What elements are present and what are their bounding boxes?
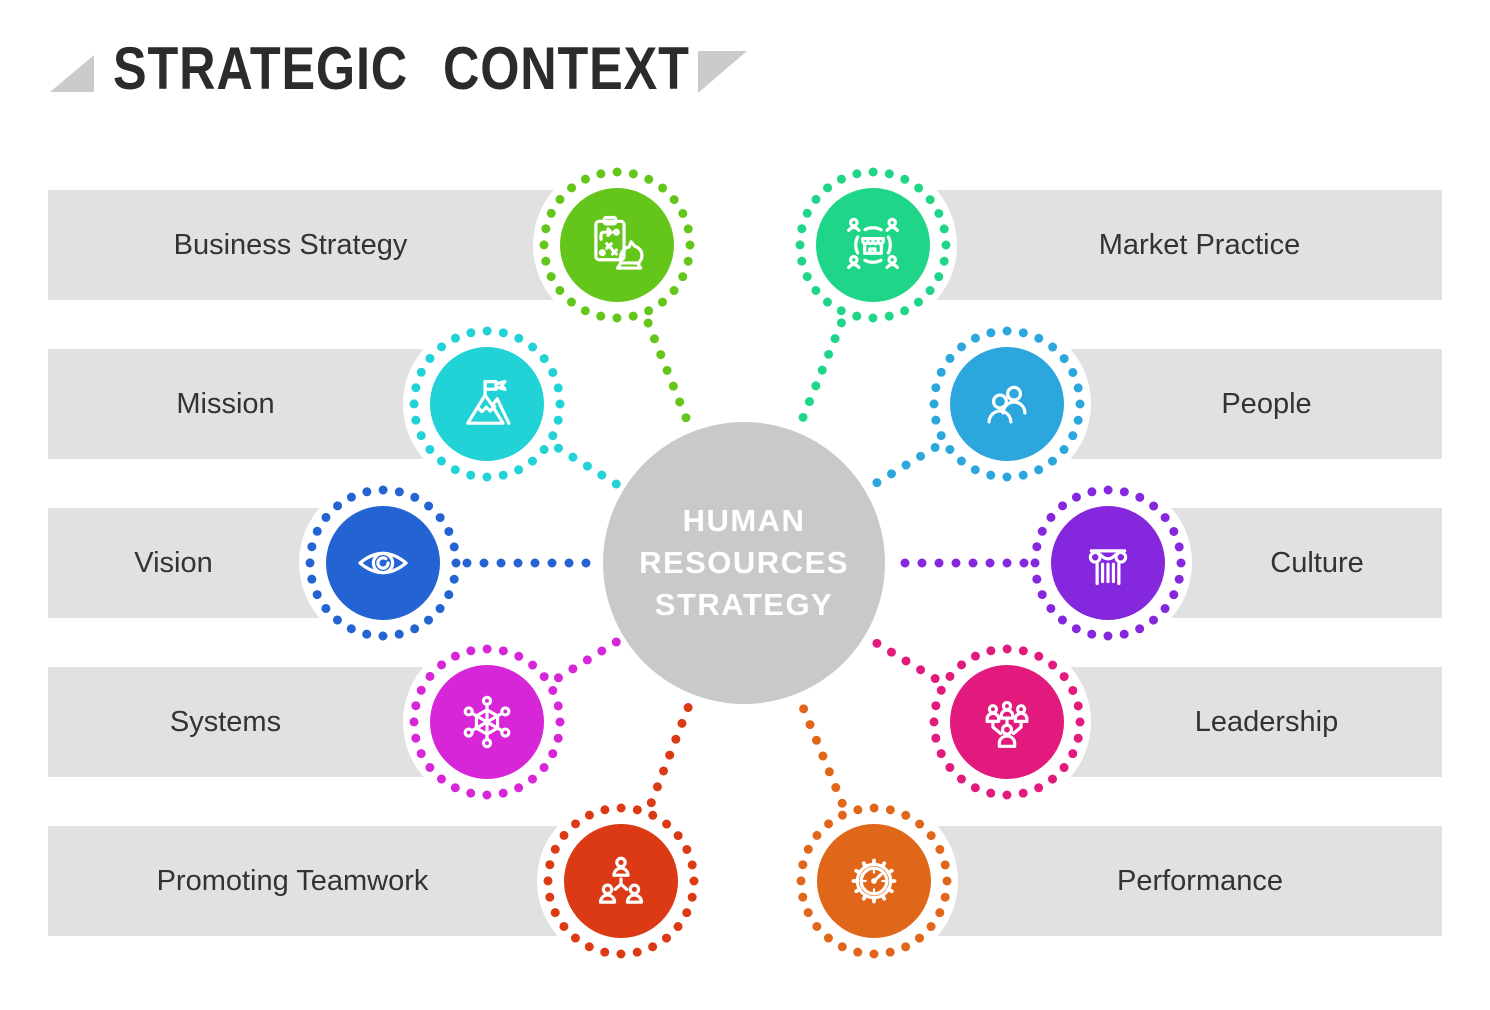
label-mission: Mission: [176, 387, 275, 420]
people-connector: [866, 442, 940, 491]
label-vision: Vision: [134, 546, 213, 579]
page-title: STRATEGIC CONTEXT: [113, 35, 690, 102]
label-bar-market-practice: Market Practice: [873, 190, 1442, 300]
systems-connector: [553, 636, 623, 683]
hub-circle: HUMAN RESOURCES STRATEGY: [603, 422, 885, 704]
label-bar-culture: Culture: [1108, 508, 1442, 618]
label-systems: Systems: [169, 705, 282, 738]
label-bar-systems: Systems: [48, 667, 487, 777]
hub-line-1: HUMAN: [682, 503, 806, 538]
hub-line-2: RESOURCES: [639, 545, 849, 580]
title-triangle-left-icon: [50, 55, 94, 92]
label-bar-mission: Mission: [48, 349, 487, 459]
label-market-practice: Market Practice: [1098, 228, 1301, 261]
label-performance: Performance: [1116, 864, 1283, 897]
label-bar-performance: Performance: [874, 826, 1442, 936]
label-bar-people: People: [1007, 349, 1442, 459]
header: STRATEGIC CONTEXT: [0, 0, 1490, 130]
performance-connector: [795, 695, 847, 808]
leadership-connector: [866, 635, 940, 684]
label-bar-vision: Vision: [48, 508, 383, 618]
market-practice-connector: [795, 318, 846, 431]
promoting-teamwork-connector: [646, 696, 696, 808]
business-strategy-connector: [643, 318, 694, 431]
label-people: People: [1221, 387, 1312, 420]
label-culture: Culture: [1270, 546, 1364, 579]
label-bar-business-strategy: Business Strategy: [48, 190, 617, 300]
label-bar-promoting-teamwork: Promoting Teamwork: [48, 826, 621, 936]
label-business-strategy: Business Strategy: [173, 228, 408, 261]
label-leadership: Leadership: [1194, 705, 1339, 738]
title-triangle-right-icon: [698, 51, 747, 93]
label-promoting-teamwork: Promoting Teamwork: [156, 864, 429, 897]
hub-line-3: STRATEGY: [654, 587, 834, 622]
mission-connector: [553, 443, 623, 490]
label-bar-leadership: Leadership: [1007, 667, 1442, 777]
